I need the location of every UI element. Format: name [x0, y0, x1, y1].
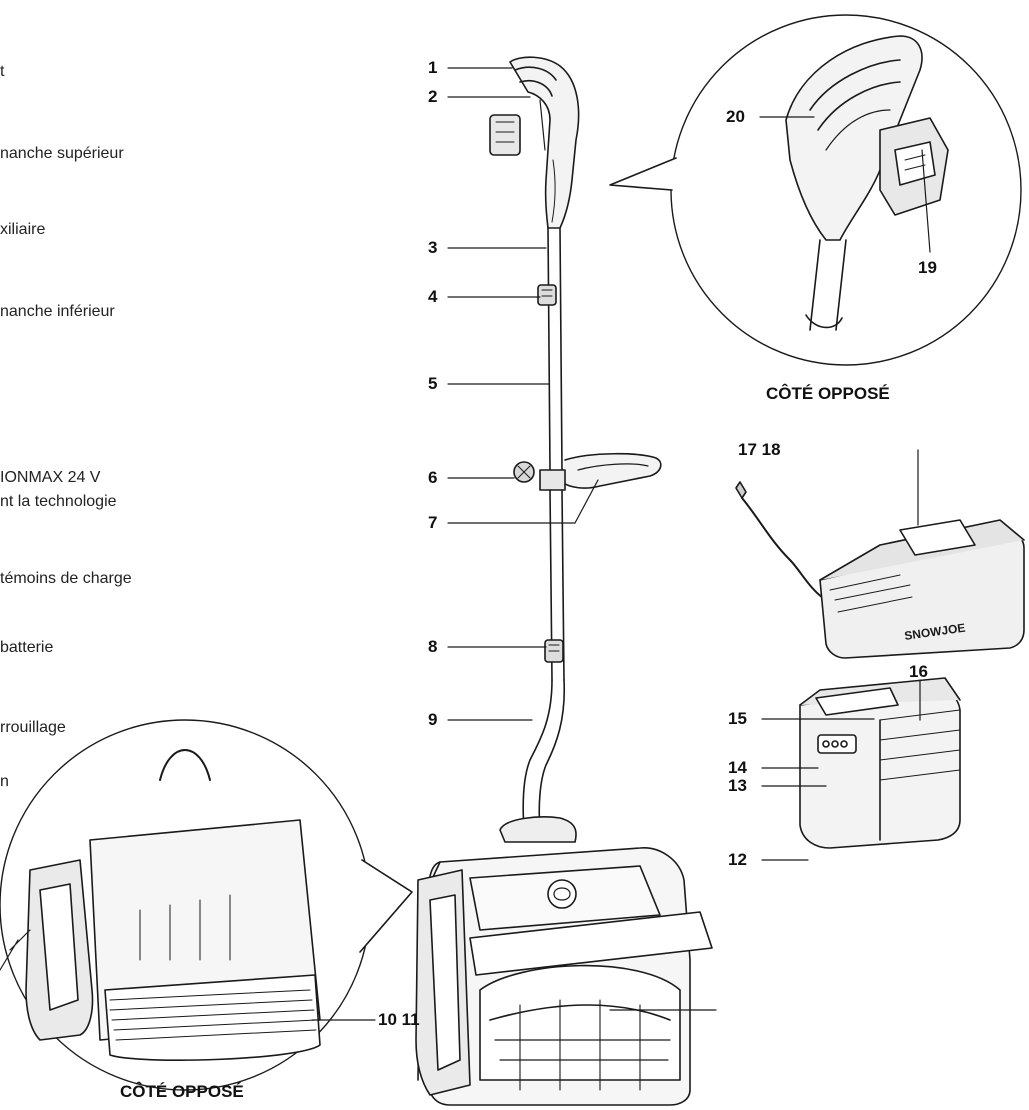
- callout-15: 15: [728, 709, 747, 728]
- upper-handle: [489, 56, 580, 229]
- leader-lines: [311, 67, 931, 1021]
- legend-item: batterie: [0, 639, 54, 656]
- callout-5: 5: [428, 374, 438, 393]
- lower-knob: [544, 639, 564, 663]
- callout-4: 4: [428, 287, 438, 306]
- legend-item: t: [0, 63, 5, 80]
- callout-7: 7: [428, 513, 438, 532]
- legend-item: nanche inférieur: [0, 303, 115, 320]
- callout-20: 20: [726, 107, 745, 126]
- callout-19: 19: [918, 258, 937, 277]
- callout-13: 13: [728, 776, 747, 795]
- upper-detail-circle: [609, 14, 1022, 366]
- auxiliary-handle: [513, 452, 662, 491]
- callout-3: 3: [428, 238, 438, 257]
- legend-item: n: [0, 773, 9, 790]
- callout-1: 1: [428, 58, 438, 77]
- legend-item: IONMAX 24 V: [0, 469, 101, 486]
- callout-14: 14: [728, 758, 747, 777]
- legend-item: nt la technologie: [0, 493, 117, 510]
- legend-item: xiliaire: [0, 221, 46, 238]
- legend-item: témoins de charge: [0, 570, 132, 587]
- caption-upper-detail: CÔTÉ OPPOSÉ: [766, 384, 890, 403]
- callout-2: 2: [428, 87, 438, 106]
- caption-lower-detail: CÔTÉ OPPOSÉ: [120, 1082, 244, 1101]
- upper-knob: [537, 284, 557, 306]
- callout-8: 8: [428, 637, 438, 656]
- lower-detail-circle: [0, 719, 413, 1091]
- shovel-housing: [415, 816, 713, 1106]
- battery: [799, 677, 961, 849]
- callout-17-18: 17 18: [738, 440, 781, 459]
- callout-9: 9: [428, 710, 438, 729]
- curved-shaft: [522, 679, 566, 831]
- upper-tube: [547, 227, 563, 471]
- charger: [735, 449, 1025, 659]
- legend-item: nanche supérieur: [0, 145, 124, 162]
- callout-10-11: 10 11: [378, 1010, 420, 1029]
- callout-12: 12: [728, 850, 747, 869]
- legend-item: rrouillage: [0, 719, 66, 736]
- callout-16: 16: [909, 662, 928, 681]
- callout-6: 6: [428, 468, 438, 487]
